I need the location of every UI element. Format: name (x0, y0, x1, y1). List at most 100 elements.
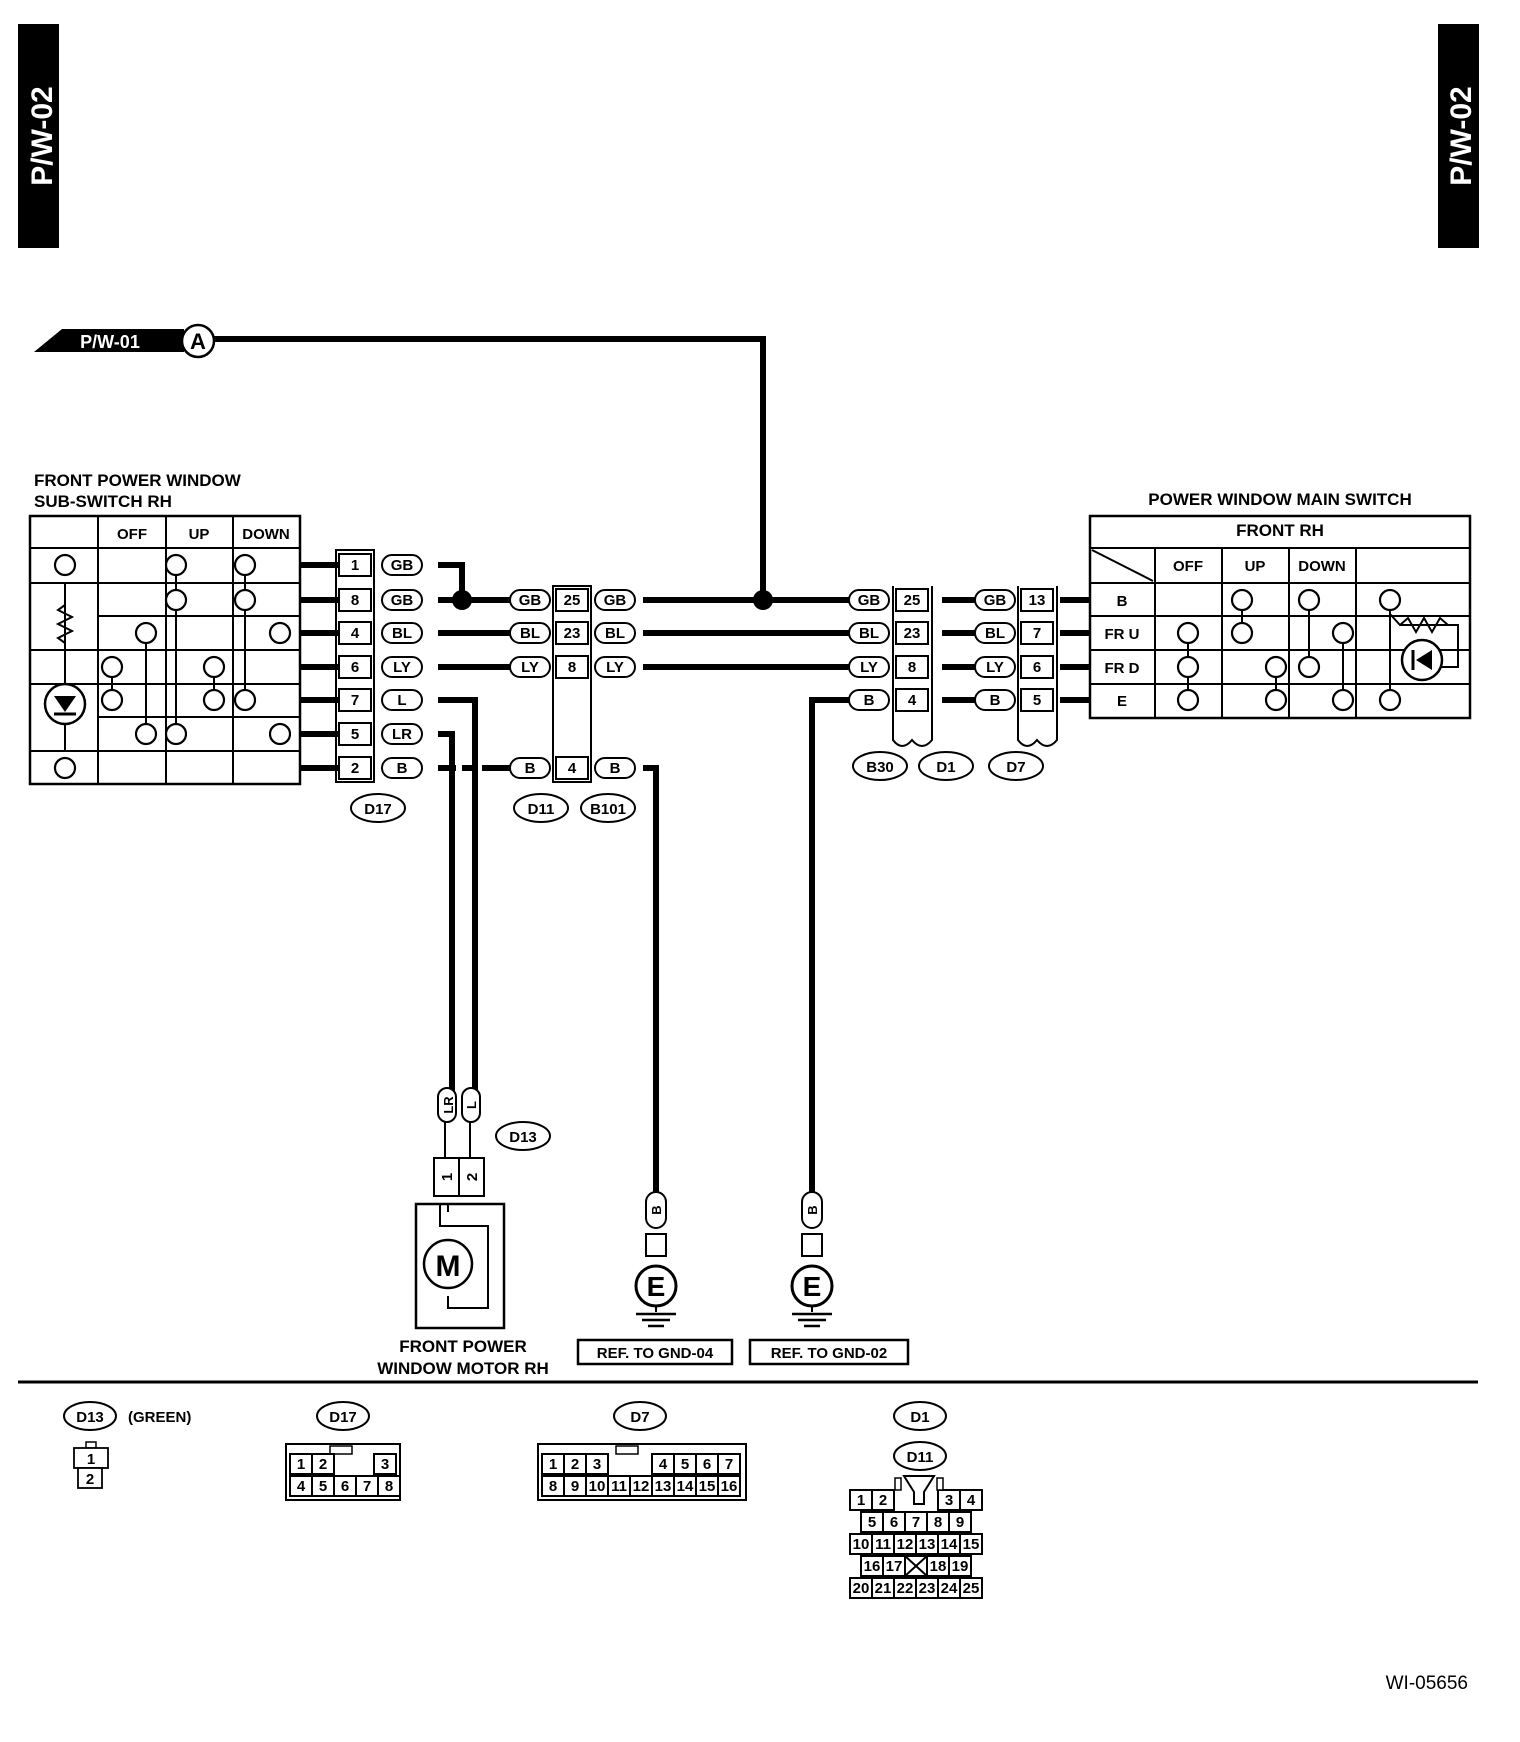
d1-wire-color: LY (860, 659, 878, 676)
view-d7-pin: 7 (725, 1456, 733, 1473)
view-d7-pin: 10 (589, 1478, 606, 1495)
view-d1-pin: 11 (875, 1536, 891, 1553)
main-switch-subtitle: FRONT RH (1236, 521, 1324, 540)
view-d1-pin: 23 (919, 1580, 936, 1597)
figure-code: WI-05656 (1386, 1673, 1468, 1694)
main-switch: POWER WINDOW MAIN SWITCH FRONT RH OFF UP… (1088, 490, 1472, 720)
d1-wire-color: GB (858, 592, 881, 609)
d17-pin: 5 (351, 726, 359, 743)
view-d1-pin: 16 (864, 1558, 881, 1575)
link-label: P/W-01 (80, 332, 140, 352)
view-d13-pin-2: 2 (86, 1471, 94, 1488)
view-d7-pin: 8 (549, 1478, 557, 1495)
view-d13-note: (GREEN) (128, 1409, 191, 1426)
d1-pin: 25 (904, 592, 921, 609)
d1-pin: 4 (908, 692, 917, 709)
d7-pin: 5 (1033, 692, 1041, 709)
view-d7-pin: 3 (593, 1456, 601, 1473)
d7-wire-color: GB (984, 592, 1007, 609)
view-d7-pin: 13 (655, 1478, 672, 1495)
page-tab-right-label: P/W-02 (1445, 86, 1478, 185)
page-tab-left-label: P/W-02 (26, 86, 59, 185)
view-d17-pin: 4 (297, 1478, 306, 1495)
view-d1-pin: 22 (897, 1580, 914, 1597)
view-d1-pin: 18 (930, 1558, 947, 1575)
main-switch-title: POWER WINDOW MAIN SWITCH (1148, 490, 1411, 509)
d7-wire-color: LY (986, 659, 1004, 676)
sub-switch-title-1: FRONT POWER WINDOW (34, 471, 242, 490)
main-switch-col-off: OFF (1173, 558, 1203, 575)
d17-pin: 8 (351, 592, 359, 609)
d17-pin: 2 (351, 760, 359, 777)
sub-switch-col-up: UP (189, 526, 210, 543)
motor-pin-1: 1 (439, 1173, 456, 1181)
motor-pin-2: 2 (464, 1173, 481, 1181)
view-d1-pin: 14 (941, 1536, 958, 1553)
connector-b101-id: B101 (590, 801, 626, 818)
view-d1-pin: 21 (875, 1580, 892, 1597)
ground-gnd-02-ref: REF. TO GND-02 (771, 1345, 887, 1362)
connector-b30-id: B30 (866, 759, 894, 776)
d1-wire-color: BL (859, 625, 879, 642)
d17-wire-color: BL (392, 625, 412, 642)
d17-wire-color: LR (392, 726, 412, 743)
view-d17-pin: 1 (297, 1456, 305, 1473)
ground-gnd-04-symbol: E (647, 1271, 666, 1302)
sub-switch-contacts (53, 553, 292, 780)
d7-pin: 6 (1033, 659, 1041, 676)
d7-wire-color: B (990, 692, 1001, 709)
d1-pin: 8 (908, 659, 916, 676)
connector-d7-id: D7 (1006, 759, 1025, 776)
link-marker: A (190, 329, 206, 354)
d11-pin: 4 (568, 760, 577, 777)
view-d11-id: D11 (907, 1449, 934, 1466)
sub-switch-col-off: OFF (117, 526, 147, 543)
view-d13-pin-1: 1 (87, 1451, 95, 1468)
main-switch-col-down: DOWN (1298, 558, 1346, 575)
window-motor: LR L D13 1 2 M FRONT POWER WINDOW MOTOR … (377, 1087, 551, 1378)
view-d7-pin: 14 (677, 1478, 694, 1495)
view-d1-pin: 5 (868, 1514, 876, 1531)
view-d1-pin: 12 (897, 1536, 914, 1553)
view-d17-pin: 5 (319, 1478, 327, 1495)
d17-wire-color: B (397, 760, 408, 777)
d17-pin: 4 (351, 625, 360, 642)
view-d1-pin: 17 (886, 1558, 903, 1575)
view-d1-pin: 19 (952, 1558, 969, 1575)
view-d17-pin: 3 (381, 1456, 389, 1473)
d17-wire-color: GB (391, 557, 414, 574)
main-switch-row-frd: FR D (1105, 660, 1140, 677)
view-d7-pin: 1 (549, 1456, 557, 1473)
view-d1-pin: 25 (963, 1580, 980, 1597)
view-d1-pin: 2 (879, 1492, 887, 1509)
connector-d11-id: D11 (528, 801, 555, 818)
view-d17-pin: 2 (319, 1456, 327, 1473)
sub-switch-col-down: DOWN (242, 526, 290, 543)
motor-wire-l: L (464, 1101, 479, 1109)
view-d17-pin: 7 (363, 1478, 371, 1495)
ground-gnd-02-symbol: E (803, 1271, 822, 1302)
d11-wire-color-right: LY (606, 659, 624, 676)
d1-pin: 23 (904, 625, 921, 642)
d11-wire-color-left: BL (520, 625, 540, 642)
d11-wire-color-right: BL (605, 625, 625, 642)
d17-wire-color: LY (393, 659, 411, 676)
motor-wire-lr: LR (441, 1096, 456, 1114)
d17-pin: 6 (351, 659, 359, 676)
d11-wire-color-left: B (525, 760, 536, 777)
main-switch-row-b: B (1117, 593, 1128, 610)
view-d1-pin: 3 (945, 1492, 953, 1509)
view-d1-pin: 24 (941, 1580, 958, 1597)
d17-wire-color: L (397, 692, 406, 709)
view-d1-id: D1 (910, 1409, 929, 1426)
main-switch-contacts (1176, 588, 1402, 712)
view-d1-pin: 8 (934, 1514, 942, 1531)
view-d1-pin: 10 (853, 1536, 870, 1553)
view-d17-pin: 6 (341, 1478, 349, 1495)
